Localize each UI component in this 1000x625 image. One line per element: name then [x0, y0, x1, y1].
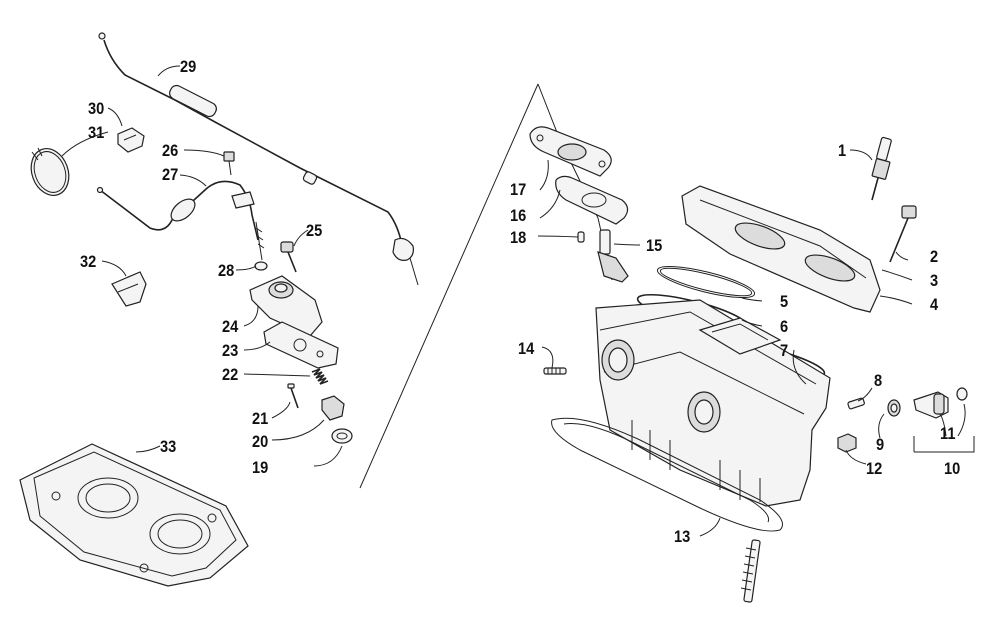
callout-21: 21: [252, 409, 269, 428]
dowel-18: [577, 231, 585, 243]
callout-15: 15: [646, 236, 663, 255]
washer-28: [254, 221, 268, 271]
throttle-cable: [98, 32, 419, 286]
callout-10: 10: [944, 459, 961, 478]
pin-21: [287, 383, 299, 409]
callout-22: 22: [222, 365, 239, 384]
seal-19: [331, 428, 353, 444]
callout-24: 24: [222, 317, 239, 336]
callout-4: 4: [930, 295, 939, 314]
callout-13: 13: [674, 527, 691, 546]
callout-6: 6: [780, 317, 789, 336]
hose-clamp-31: [30, 147, 70, 196]
stud-14: [543, 367, 567, 375]
bracket-32: [111, 271, 147, 307]
callout-14: 14: [518, 339, 535, 358]
callout-16: 16: [510, 206, 527, 225]
callout-3: 3: [930, 271, 939, 290]
callout-26: 26: [162, 141, 179, 160]
callout-23: 23: [222, 341, 239, 360]
callout-32: 32: [80, 252, 97, 271]
gasket-16: [555, 175, 629, 225]
callout-29: 29: [180, 57, 197, 76]
callout-12: 12: [866, 459, 883, 478]
set-screw-8: [847, 397, 865, 410]
head-cover-4: [681, 185, 881, 313]
callout-11: 11: [940, 424, 956, 443]
cylinder-block: [595, 299, 831, 507]
stud: [740, 539, 761, 603]
fitting-20: [321, 395, 345, 421]
callout-31: 31: [88, 123, 105, 142]
seal-9: [887, 399, 901, 417]
callout-30: 30: [88, 99, 105, 118]
bolt-25: [280, 241, 297, 273]
valve-15: [597, 229, 629, 283]
callout-17: 17: [510, 180, 527, 199]
flange-17: [529, 126, 612, 177]
sensor-10: [913, 387, 968, 419]
gasket-kit-33: [19, 443, 249, 587]
oil-line: [96, 180, 259, 241]
clamp-30: [117, 127, 145, 153]
callout-27: 27: [162, 165, 179, 184]
callout-2: 2: [930, 247, 939, 266]
callout-7: 7: [780, 341, 789, 360]
callout-18: 18: [510, 228, 527, 247]
nut-12: [837, 433, 857, 453]
gasket-23: [263, 321, 339, 369]
leader-lines: [61, 65, 975, 537]
spark-plug-1: [871, 136, 892, 201]
callout-25: 25: [306, 221, 323, 240]
callout-28: 28: [218, 261, 235, 280]
base-gasket-13: [551, 417, 783, 532]
callout-9: 9: [876, 435, 885, 454]
bolt-2: [889, 205, 917, 263]
callout-19: 19: [252, 458, 269, 477]
callout-33: 33: [160, 437, 177, 456]
o-ring-5: [656, 265, 756, 299]
spring-22: [311, 368, 329, 385]
callout-5: 5: [780, 292, 789, 311]
callout-20: 20: [252, 432, 269, 451]
pump-housing-24: [249, 275, 323, 337]
callout-8: 8: [874, 371, 883, 390]
bolt-26: [223, 151, 235, 176]
callout-1: 1: [838, 141, 847, 160]
